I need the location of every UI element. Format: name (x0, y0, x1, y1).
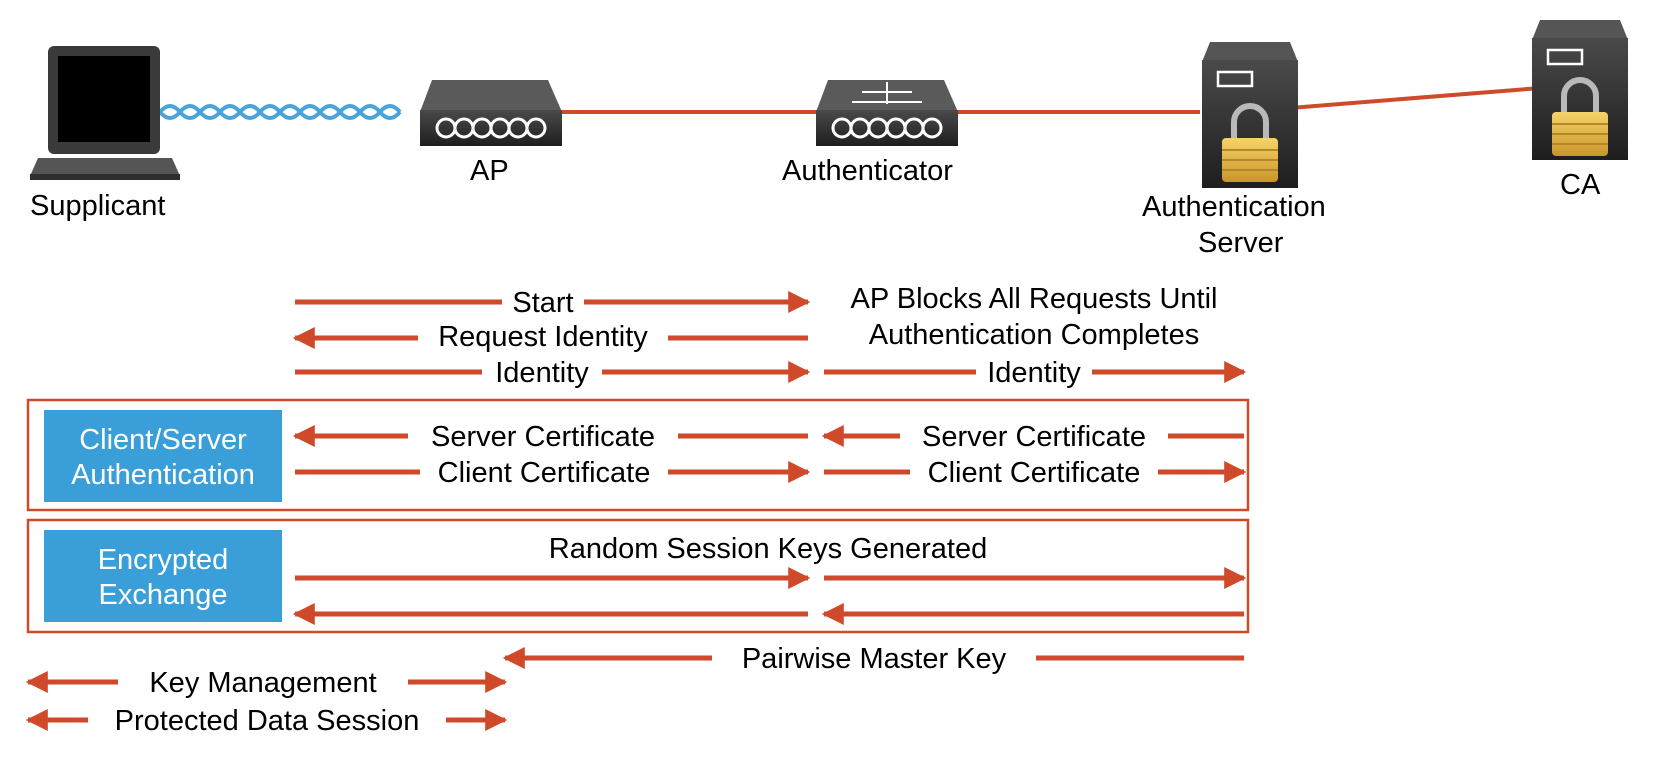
client-cert-left-label: Client Certificate (438, 457, 651, 489)
auth-server-label-line1: Authentication (1142, 191, 1326, 223)
server-lock-icon (1202, 42, 1298, 188)
key-mgmt-label: Key Management (149, 667, 376, 699)
message-arrows (25, 291, 1247, 731)
identity-left-label: Identity (495, 357, 589, 389)
ap-blocks-label-line1: AP Blocks All Requests Until (851, 283, 1218, 315)
server-cert-right-label: Server Certificate (922, 421, 1146, 453)
ap-blocks-label-line2: Authentication Completes (869, 319, 1199, 351)
start-label: Start (512, 287, 573, 319)
client-cert-right-label: Client Certificate (928, 457, 1141, 489)
protected-session-label: Protected Data Session (115, 705, 420, 737)
server-cert-left-label: Server Certificate (431, 421, 655, 453)
client-server-auth-badge-line2: Authentication (71, 459, 255, 491)
access-point-icon (420, 80, 562, 146)
pmk-label: Pairwise Master Key (742, 643, 1007, 675)
auth-server-label-line2: Server (1198, 227, 1284, 259)
ca-server-lock-icon (1532, 20, 1628, 160)
server-ca-link (1289, 86, 1541, 110)
identity-right-label: Identity (987, 357, 1081, 389)
ca-label: CA (1560, 169, 1601, 201)
client-server-auth-badge (44, 410, 282, 502)
encrypted-exchange-badge-line2: Exchange (99, 579, 228, 611)
router-icon (816, 80, 958, 146)
client-server-auth-phase-box (26, 398, 1250, 512)
encrypted-exchange-phase-box (26, 518, 1250, 634)
topology-links (158, 86, 1541, 120)
encrypted-exchange-badge (44, 530, 282, 622)
request-identity-label: Request Identity (438, 321, 648, 353)
supplicant-label: Supplicant (30, 190, 165, 222)
laptop-icon (30, 46, 180, 180)
wireless-link-strand (158, 104, 402, 120)
client-server-auth-badge-line1: Client/Server (79, 424, 247, 456)
authenticator-label: Authenticator (782, 155, 953, 187)
random-keys-label: Random Session Keys Generated (549, 533, 987, 565)
encrypted-exchange-badge-line1: Encrypted (98, 544, 229, 576)
ap-label: AP (470, 155, 509, 187)
